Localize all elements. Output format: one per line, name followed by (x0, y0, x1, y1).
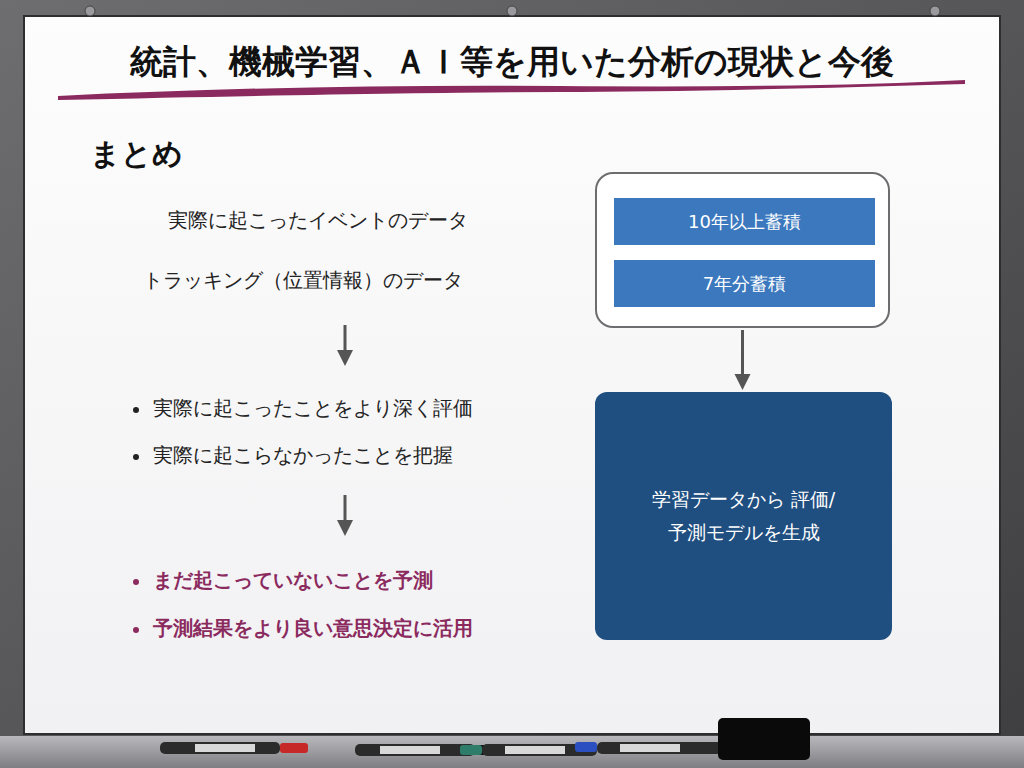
marker-label (505, 746, 565, 754)
node-text: 10年以上蓄積 (688, 210, 801, 234)
marker-label (380, 746, 440, 754)
screw (930, 6, 940, 16)
summary-text: 実際に起こったイベントのデータ (168, 207, 468, 234)
node-text: 7年分蓄積 (703, 272, 786, 296)
summary-text: 実際に起こったことをより深く評価 (153, 395, 473, 422)
section-heading: まとめ (90, 134, 183, 175)
bullet-dot (133, 627, 139, 633)
source-box: 10年以上蓄積 7年分蓄積 (595, 172, 890, 328)
summary-text: まだ起こっていないことを予測 (153, 567, 433, 594)
screw (507, 6, 517, 16)
marker (355, 744, 475, 756)
marker-label (195, 744, 255, 752)
eraser (718, 718, 810, 760)
summary-text: トラッキング（位置情報）のデータ (143, 267, 463, 294)
connector-arrow (735, 330, 751, 390)
marker (160, 742, 280, 754)
title: 統計、機械学習、ＡＩ等を用いた分析の現状と今後 (40, 40, 984, 85)
flow-arrow (337, 325, 353, 536)
marker-label (620, 744, 680, 752)
board-surface (24, 16, 1000, 734)
marker-cap (280, 743, 308, 753)
summary-text: 予測結果をより良い意思決定に活用 (153, 615, 473, 642)
marker-cap (575, 742, 597, 752)
marker-cap (460, 745, 482, 755)
bullet-dot (133, 407, 139, 413)
title-underline (58, 80, 965, 100)
model-box: 学習データから 評価/予測モデルを生成 (595, 392, 892, 640)
data-bar: 10年以上蓄積 (614, 198, 875, 245)
data-bar: 7年分蓄積 (614, 260, 875, 307)
bullet-dot (133, 579, 139, 585)
bullet-dot (133, 454, 139, 460)
summary-text: 実際に起こらなかったことを把握 (153, 442, 453, 469)
marker-tray (0, 736, 1024, 768)
screw (85, 6, 95, 16)
marker (597, 742, 722, 754)
node-text: 学習データから 評価/予測モデルを生成 (607, 483, 880, 550)
